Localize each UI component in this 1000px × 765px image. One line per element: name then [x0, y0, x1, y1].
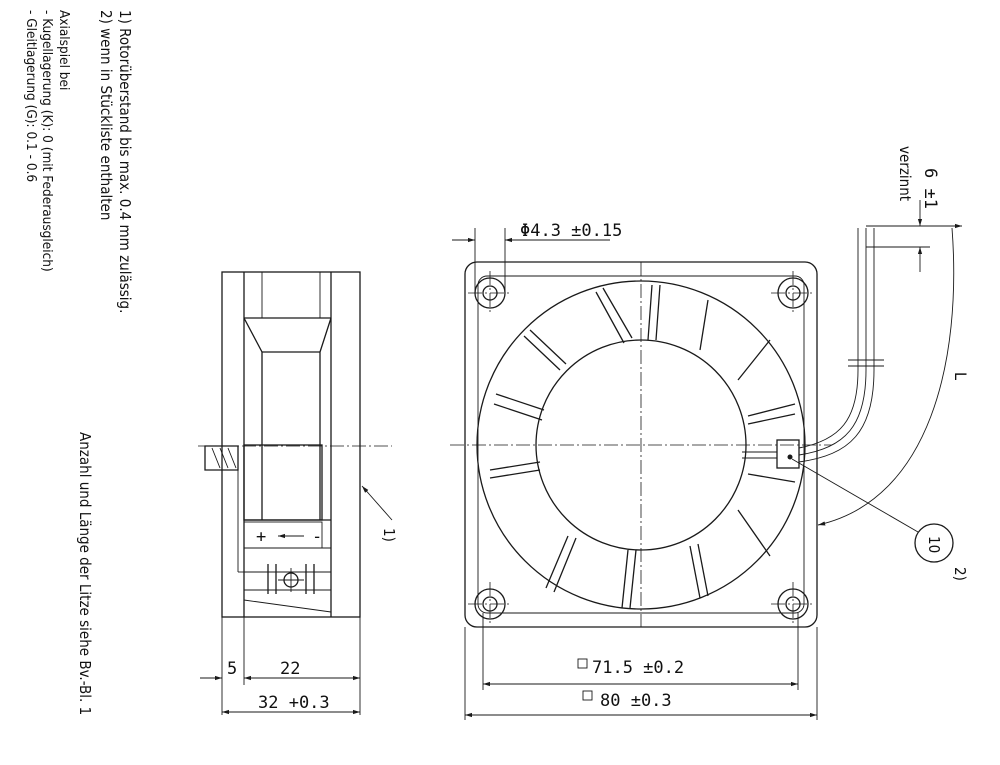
polarity-plus: + [256, 527, 266, 547]
polarity-minus: - [312, 527, 322, 547]
note-axial-sleeve-bearing: - Gleitlagerung (G): 0.1 - 0.6 [23, 10, 39, 182]
dim-5: 5 [227, 659, 237, 679]
note-parts-list: 2) wenn in Stückliste enthalten [97, 10, 115, 220]
callout-10: 10 [925, 536, 943, 553]
dim-32: 32 +0.3 [258, 693, 330, 713]
note-rotor-overhang: 1) Rotorüberstand bis max. 0.4 mm zuläss… [116, 10, 134, 313]
callout-1: 1) [380, 528, 398, 542]
label-tinned: verzinnt [896, 146, 914, 201]
side-dimensions [200, 617, 361, 715]
dim-strip-length: 6 ±1 [920, 168, 940, 209]
dim-80: 80 ±0.3 [600, 691, 672, 711]
side-view: + - 1) [198, 271, 398, 618]
note-axial-play-title: Axialspiel bei [56, 10, 72, 90]
front-dimensions [452, 200, 962, 720]
front-view [450, 228, 884, 628]
note-wire-reference: Anzahl und Länge der Litze siehe Bv.-Bl.… [76, 432, 94, 715]
dim-length-L: L [951, 372, 970, 380]
callout-2: 2) [951, 567, 969, 581]
dim-22: 22 [280, 659, 300, 679]
note-axial-ball-bearing: - Kugellagerung (K): 0 (mit Federausglei… [39, 10, 55, 272]
dim-hole-diameter: Φ4.3 ±0.15 [520, 221, 622, 241]
dim-71-5: 71.5 ±0.2 [592, 658, 684, 678]
